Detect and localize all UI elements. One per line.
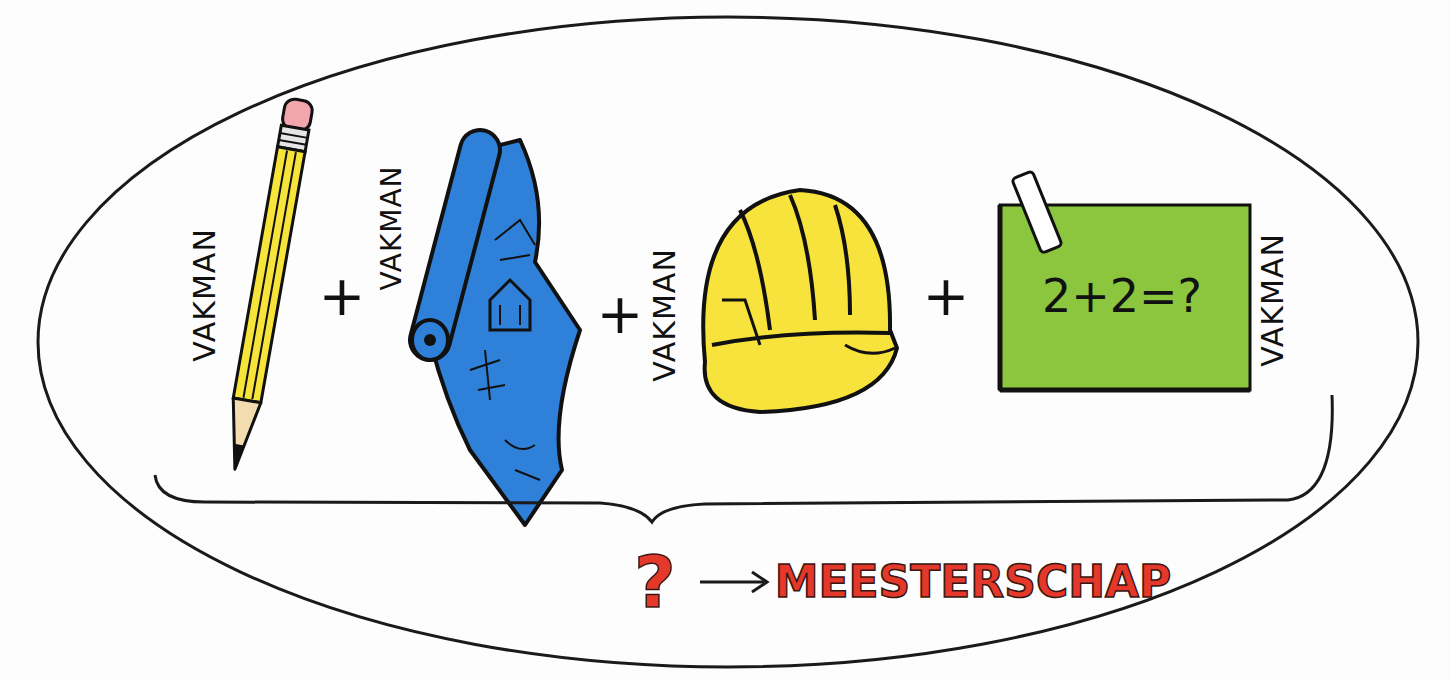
hard-hat-icon <box>703 190 897 412</box>
plus-sign: + <box>597 286 644 342</box>
arrow-symbol <box>700 572 767 592</box>
plus-sign: + <box>923 268 970 324</box>
enclosing-ellipse <box>38 17 1418 667</box>
plus-sign: + <box>319 268 366 324</box>
pencil-icon <box>221 98 314 472</box>
chalkboard-icon <box>1000 171 1250 390</box>
curly-brace <box>155 395 1332 522</box>
mastery-title: MEESTERSCHAP <box>775 560 1172 604</box>
chalkboard-sum: 2+2=? <box>1042 273 1202 319</box>
craftsman-label: VAKMAN <box>190 228 220 362</box>
craftsman-label: VAKMAN <box>378 165 406 290</box>
craftsman-label: VAKMAN <box>1258 233 1288 367</box>
question-mark: ? <box>634 546 676 618</box>
craftsman-label: VAKMAN <box>650 248 680 382</box>
blueprint-icon <box>412 140 580 525</box>
